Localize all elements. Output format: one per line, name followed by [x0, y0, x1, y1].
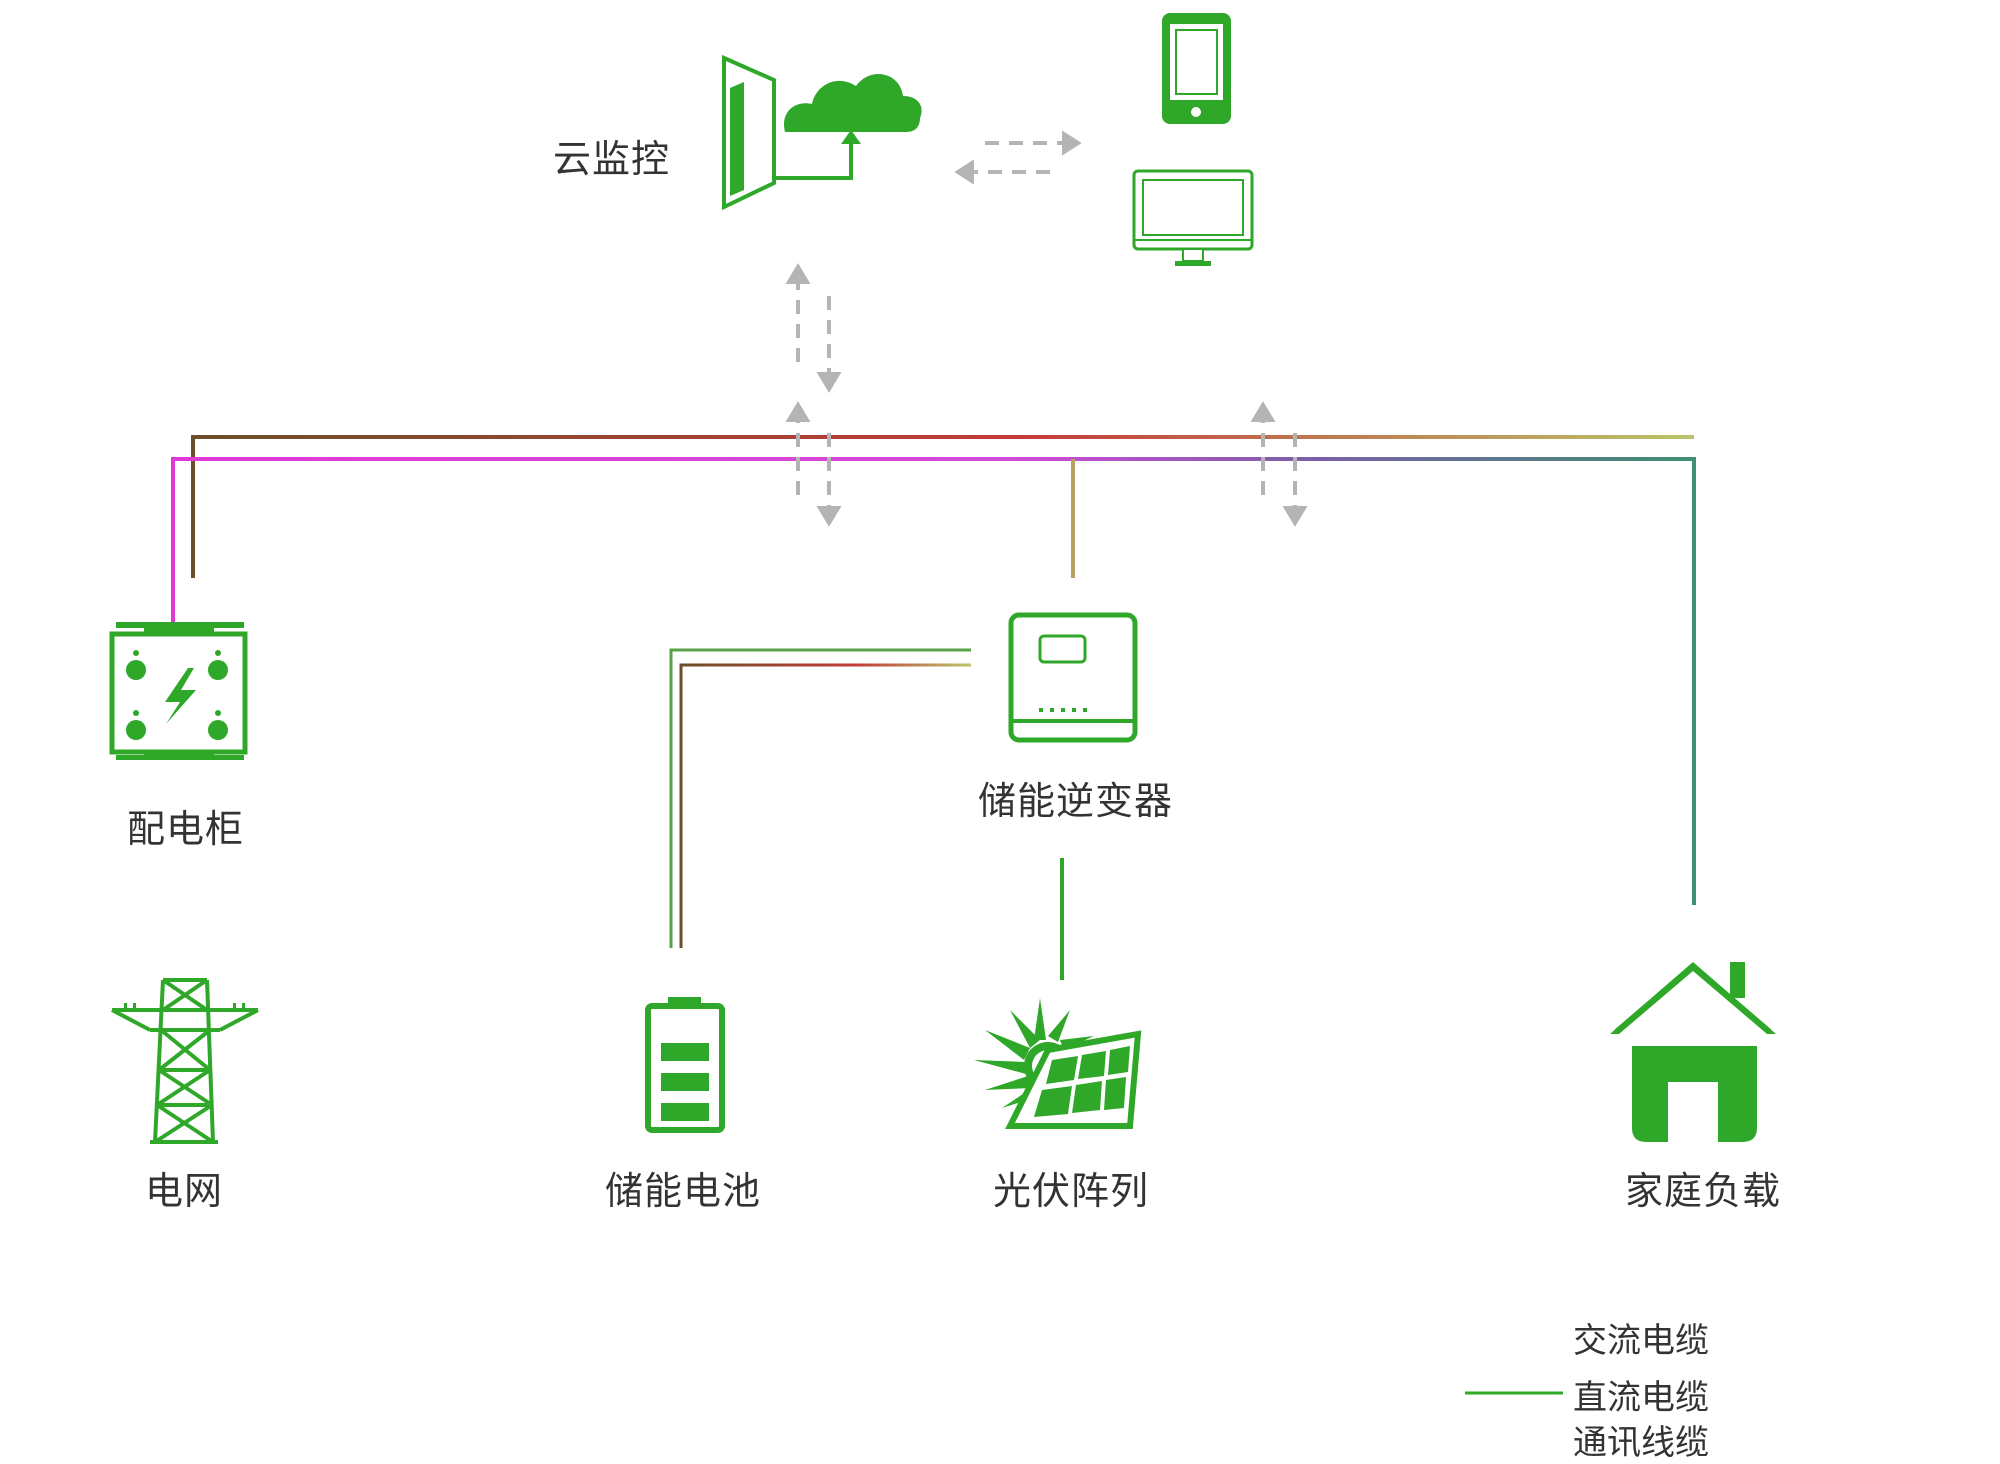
comm-bus — [191, 435, 1694, 578]
ac-bus — [171, 457, 1696, 905]
legend-dc-label: 直流电缆 — [1573, 1378, 1709, 1418]
storage-inverter-label: 储能逆变器 — [978, 779, 1174, 823]
distribution-cabinet-label: 配电柜 — [127, 807, 245, 851]
bus-arrows-right — [1250, 401, 1308, 527]
legend-ac-label: 交流电缆 — [1573, 1321, 1709, 1361]
distribution-cabinet-icon — [109, 622, 248, 760]
grid-label: 电网 — [145, 1169, 224, 1213]
battery-icon — [645, 997, 725, 1133]
cloud-monitor-icon — [722, 54, 922, 211]
storage-inverter-icon — [1008, 612, 1138, 743]
pv-array-label: 光伏阵列 — [993, 1169, 1150, 1213]
legend-comm-label: 通讯线缆 — [1573, 1423, 1709, 1463]
monitor-icon — [1132, 169, 1254, 266]
cloud-bus-arrows — [785, 263, 842, 393]
battery-lines — [669, 648, 971, 948]
cloud-device-arrows — [954, 130, 1082, 185]
bus-arrows-left — [785, 401, 842, 527]
storage-battery-label: 储能电池 — [605, 1169, 762, 1213]
pv-array-icon — [974, 998, 1142, 1129]
phone-icon — [1162, 13, 1231, 124]
inverter-drops — [1049, 459, 1075, 578]
cloud-monitor-label: 云监控 — [553, 137, 671, 181]
household-load-label: 家庭负载 — [1625, 1169, 1782, 1213]
household-load-icon — [1610, 962, 1776, 1142]
pylon-insulators — [124, 1003, 245, 1011]
